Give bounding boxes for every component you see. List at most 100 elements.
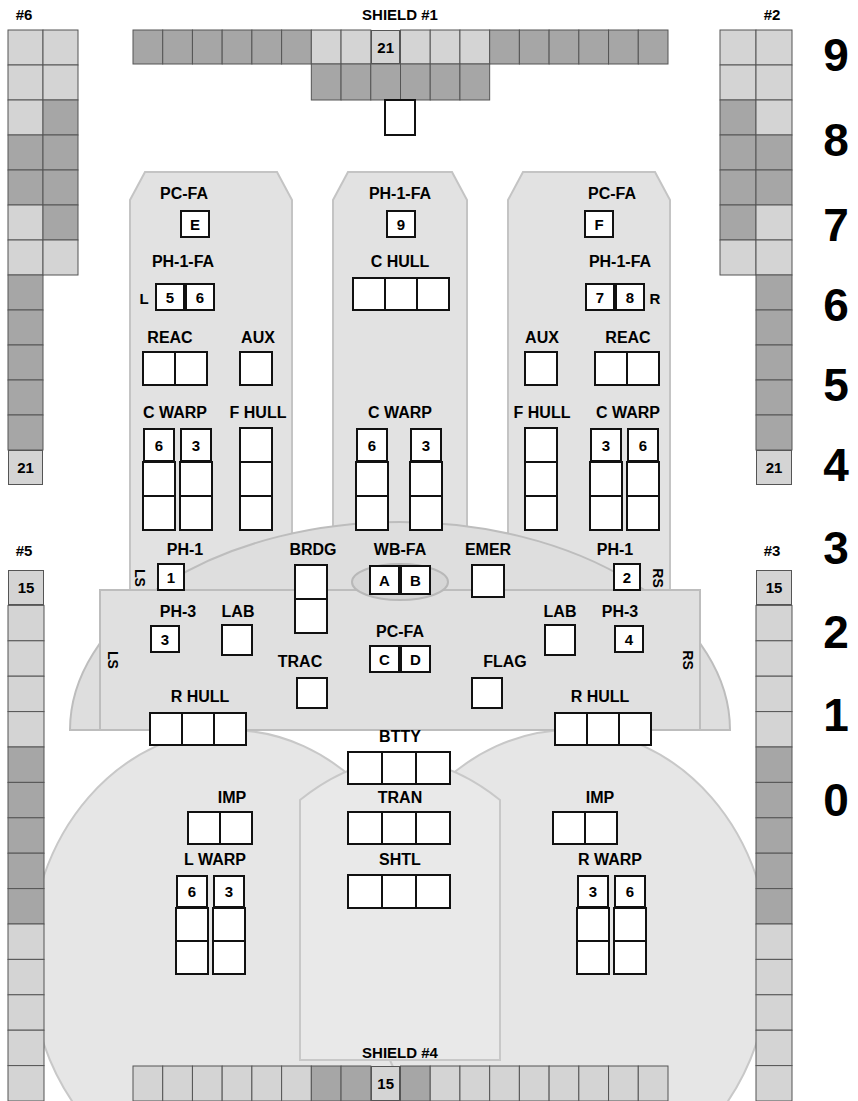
box-number: 6 <box>368 438 376 453</box>
shield-box <box>720 240 756 275</box>
box-number: 3 <box>589 884 597 899</box>
system-box: A <box>369 565 400 595</box>
box-number: 6 <box>155 438 163 453</box>
system-box <box>240 462 272 496</box>
row-number: 4 <box>823 442 849 488</box>
shield-box <box>756 135 792 170</box>
shield-box <box>756 275 792 310</box>
shield-box <box>756 205 792 240</box>
system-box <box>416 752 450 784</box>
system-box <box>143 352 175 385</box>
row-number: 9 <box>823 32 849 78</box>
shield-box <box>756 995 792 1030</box>
shield-box <box>282 1066 312 1101</box>
system-box <box>525 352 557 385</box>
system-label: R HULL <box>171 689 230 705</box>
system-box <box>356 462 388 496</box>
shield-box <box>756 380 792 415</box>
shield-box: 21 <box>371 30 401 64</box>
shield-box <box>401 64 431 100</box>
shield-box <box>8 818 44 853</box>
shield-box <box>519 30 549 64</box>
system-box <box>577 908 609 941</box>
system-box <box>214 713 246 745</box>
shield-box <box>8 995 44 1030</box>
shield-box <box>282 30 312 64</box>
system-box <box>348 752 382 784</box>
shield-box: 21 <box>8 450 43 485</box>
box-number: C <box>379 652 390 667</box>
saucer-dome <box>70 522 730 730</box>
system-label: PH-1 <box>597 542 633 558</box>
shield-box <box>163 30 193 64</box>
shield-box <box>43 205 78 240</box>
shield-box <box>756 924 792 959</box>
box-number: D <box>410 652 421 667</box>
shield-box <box>341 30 371 64</box>
system-box <box>182 713 214 745</box>
shield-box <box>756 310 792 345</box>
system-box <box>382 752 416 784</box>
system-box <box>627 496 659 530</box>
system-label: LS <box>133 569 147 587</box>
shield-box <box>756 65 792 100</box>
system-box <box>525 496 557 530</box>
box-number: 3 <box>422 438 430 453</box>
system-box: 2 <box>613 563 641 591</box>
shield-box <box>549 30 579 64</box>
system-label: C HULL <box>371 254 430 270</box>
shield-box <box>311 1066 341 1101</box>
shield-box <box>222 1066 252 1101</box>
system-box <box>213 941 245 974</box>
box-number: 7 <box>596 290 604 305</box>
system-label: F HULL <box>514 405 571 421</box>
system-label: PH-1-FA <box>589 254 651 270</box>
system-box <box>619 713 651 745</box>
system-box <box>472 678 502 708</box>
system-box <box>472 565 504 597</box>
box-number: 6 <box>196 290 204 305</box>
system-label: #5 <box>16 543 33 558</box>
shield-box <box>8 712 44 747</box>
system-box <box>143 496 175 530</box>
system-box <box>295 565 327 599</box>
system-label: IMP <box>586 790 614 806</box>
shield-box <box>756 30 792 65</box>
row-number: 7 <box>823 202 849 248</box>
saucer-band <box>100 590 700 730</box>
shield-box <box>756 240 792 275</box>
system-box: 3 <box>150 625 180 653</box>
system-label: #2 <box>764 7 781 22</box>
system-box <box>416 812 450 844</box>
box-number: 21 <box>377 40 394 55</box>
shield-box <box>8 65 43 100</box>
shield-box: 15 <box>756 570 792 605</box>
shield-box <box>8 676 44 711</box>
row-number: 2 <box>823 609 849 655</box>
system-box <box>222 625 252 655</box>
shield-box <box>549 1066 579 1101</box>
system-label: BRDG <box>289 542 336 558</box>
shield-box <box>756 676 792 711</box>
box-number: 21 <box>766 460 783 475</box>
system-box: 6 <box>614 875 646 908</box>
system-label: #3 <box>764 543 781 558</box>
system-box: 8 <box>615 283 645 311</box>
system-label: FLAG <box>483 654 527 670</box>
system-box <box>382 812 416 844</box>
system-box <box>545 625 575 655</box>
row-number: 6 <box>823 282 849 328</box>
shield-box: 15 <box>8 570 44 605</box>
shield-box <box>252 30 282 64</box>
system-box <box>555 713 587 745</box>
shield-box <box>8 853 44 888</box>
system-box <box>590 462 622 496</box>
system-box: 9 <box>386 210 416 238</box>
system-label: REAC <box>605 330 650 346</box>
row-number: 1 <box>823 692 849 738</box>
box-number: 3 <box>161 632 169 647</box>
shield-box <box>8 782 44 817</box>
shield-box <box>609 30 639 64</box>
shield-box <box>460 64 490 100</box>
